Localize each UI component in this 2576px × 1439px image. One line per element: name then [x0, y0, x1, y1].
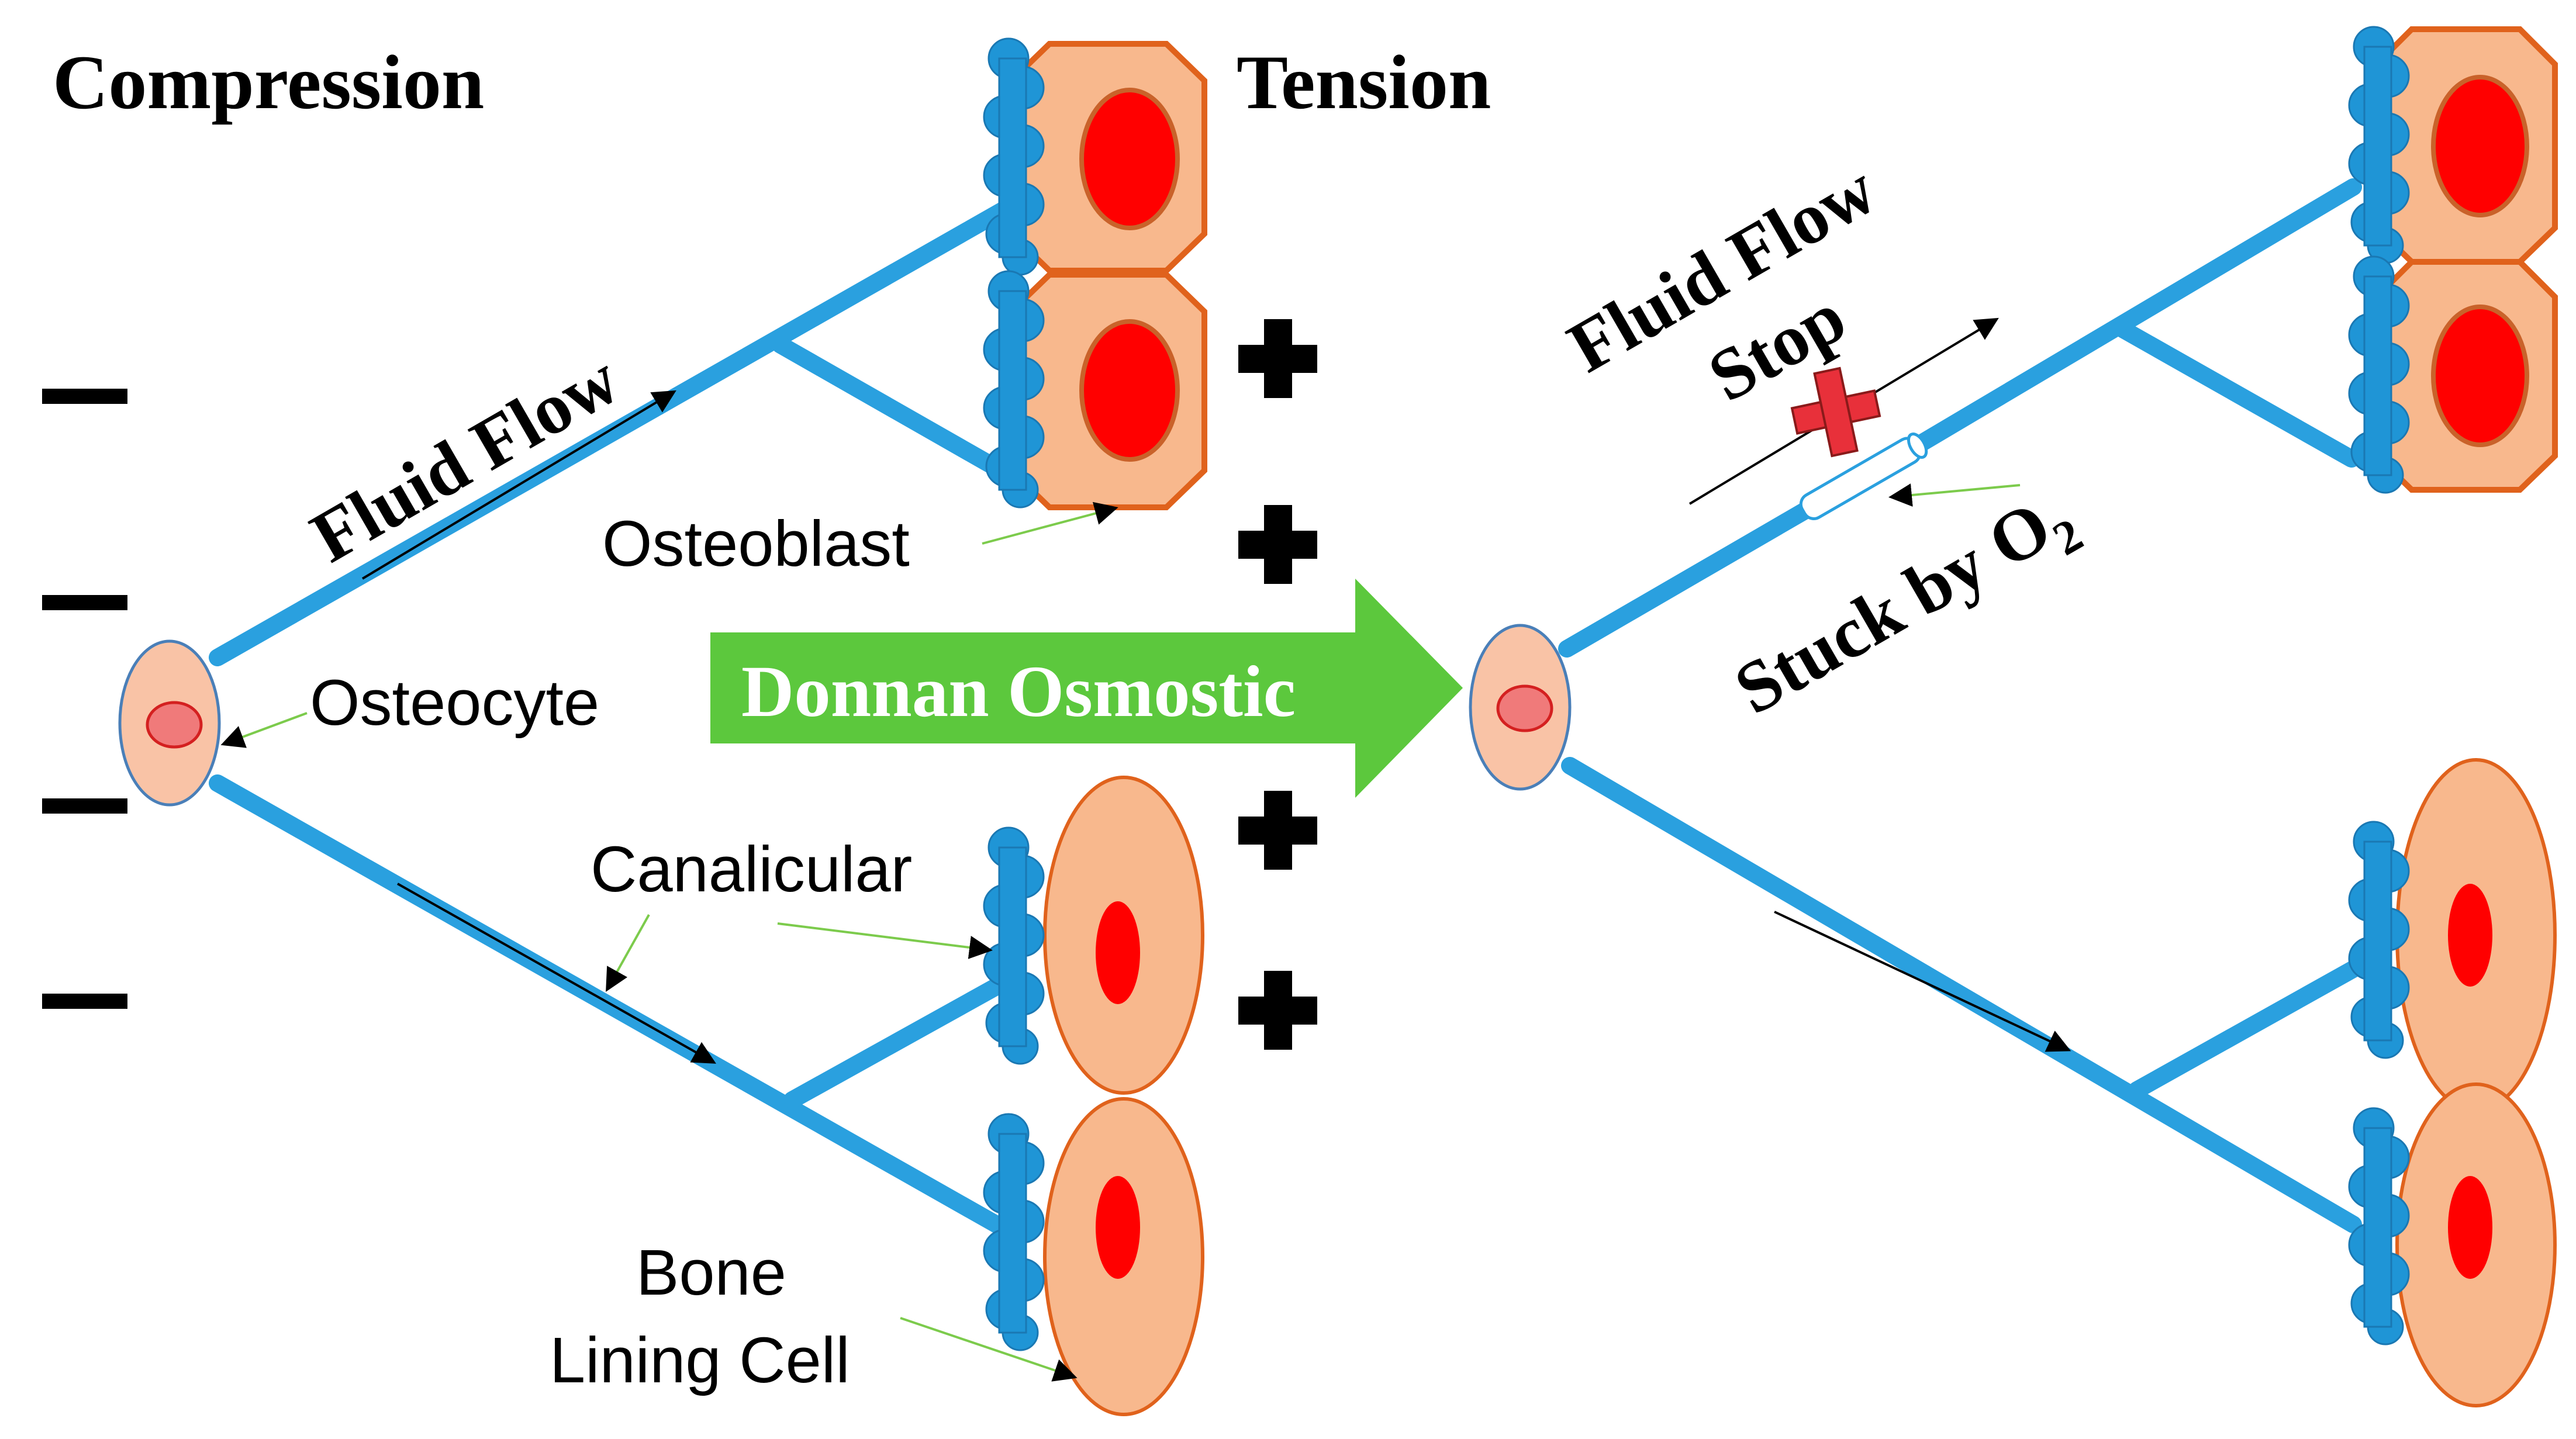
canaliculus: [209, 774, 1016, 1239]
canaliculus: [1561, 757, 2362, 1233]
minus-sign: [42, 595, 127, 610]
osteocyte-cell: [1469, 624, 1572, 791]
stuck-by-o2-label: Stuck by O2: [1722, 474, 2091, 741]
bone-lining-cell: [2395, 758, 2557, 1112]
pointer-line: [606, 914, 650, 992]
junction-cluster: [983, 826, 1045, 1065]
bone-lining-cell: [2395, 1082, 2557, 1407]
junction-cluster: [2348, 821, 2410, 1059]
compression-heading: Compression: [53, 39, 484, 125]
osteoblast-cell: [2374, 26, 2558, 265]
pointer-line: [220, 712, 308, 748]
pointer-line: [777, 922, 993, 959]
negative-charge-signs: [42, 389, 127, 1009]
nucleus: [1079, 319, 1180, 462]
minus-sign: [42, 389, 127, 404]
nucleus: [1496, 684, 1553, 732]
donnan-osmotic-arrow: [710, 579, 1463, 798]
osteocyte-cell: [118, 639, 221, 807]
left-panel-compression: [42, 37, 1207, 1416]
nucleus: [1079, 88, 1180, 230]
bone-lining-cell: [1043, 1097, 1204, 1416]
canaliculi-right: [1558, 178, 2362, 1233]
canaliculus: [209, 190, 1032, 666]
osteoblast-cell: [1009, 41, 1207, 274]
canaliculus: [772, 336, 1025, 488]
canaliculus: [2128, 960, 2362, 1099]
nucleus: [2448, 1176, 2492, 1279]
canaliculi-left: [209, 190, 1032, 1239]
positive-charge-signs: [1238, 319, 1317, 1050]
osteocyte-label: Osteocyte: [310, 667, 599, 739]
nucleus: [2448, 884, 2492, 987]
fluid-flow-arrow: [1774, 911, 2071, 1052]
fluid-flow-arrow: [397, 883, 716, 1064]
nucleus: [1096, 901, 1140, 1004]
plus-sign: [1238, 319, 1317, 398]
nucleus: [1096, 1176, 1140, 1279]
donnan-osmotic-label: Donnan Osmostic: [741, 652, 1296, 732]
minus-sign: [42, 798, 127, 814]
pointer-line: [982, 501, 1118, 545]
fluid-flow-arrow: [361, 390, 676, 580]
osteoblast-label: Osteoblast: [602, 508, 910, 580]
plus-sign: [1238, 971, 1317, 1050]
plus-sign: [1238, 791, 1317, 870]
canalicular-label: Canalicular: [591, 833, 912, 905]
tension-heading: Tension: [1237, 39, 1491, 125]
nucleus: [2431, 305, 2529, 447]
bone-label: Bone: [636, 1237, 786, 1309]
lining-cell-label: Lining Cell: [550, 1324, 850, 1396]
right-panel-tension: [1469, 26, 2558, 1407]
pointer-line: [1888, 483, 2021, 507]
bone-lining-cell: [1043, 776, 1204, 1095]
stop-cross-icon: [1790, 366, 1881, 458]
o2-blockage-plug: [1799, 433, 1928, 520]
nucleus: [2431, 75, 2529, 217]
canaliculus: [1558, 503, 1812, 658]
minus-sign: [42, 994, 127, 1009]
nucleus: [146, 701, 203, 749]
canaliculus: [2111, 319, 2360, 468]
plus-sign: [1238, 505, 1317, 584]
canaliculus: [1909, 178, 2362, 454]
osteoblast-cell: [2374, 259, 2558, 493]
pointer-line: [900, 1317, 1078, 1382]
canaliculus: [783, 966, 1026, 1109]
